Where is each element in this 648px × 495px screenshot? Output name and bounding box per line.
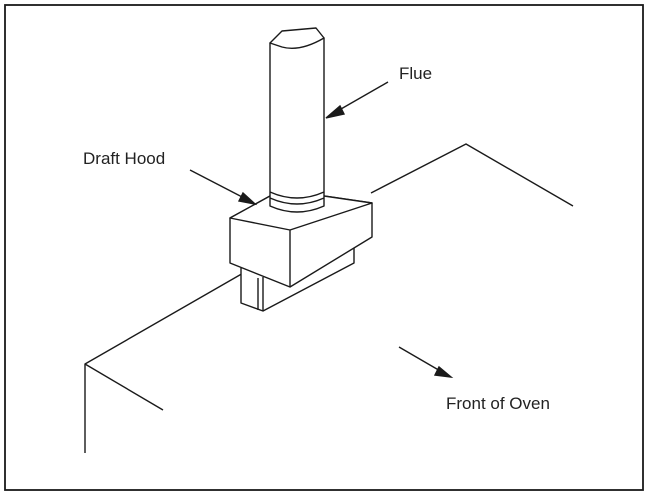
flue-body <box>269 37 325 213</box>
front-arrow-line <box>398 346 443 373</box>
flue-top <box>269 27 325 50</box>
oven-outline <box>84 143 574 453</box>
flue-arrow-line <box>333 81 389 114</box>
flue-arrow-head <box>325 104 346 119</box>
flue-collar-line-1 <box>269 191 325 199</box>
oven-back-edge <box>370 143 574 207</box>
draft-hood-top <box>229 195 373 231</box>
oven-front-edge <box>84 363 164 411</box>
draft-hood-arrow-head <box>237 191 258 206</box>
front-arrow-head <box>433 365 454 378</box>
draft-hood-label: Draft Hood <box>83 149 165 168</box>
draft-hood-arrow-line <box>189 169 247 200</box>
front-of-oven-label: Front of Oven <box>446 394 550 413</box>
leader-arrows <box>189 81 454 378</box>
draft-hood-body <box>229 195 373 288</box>
flue-pipe <box>269 27 325 213</box>
flue-collar-line-2 <box>269 197 325 205</box>
flue-label: Flue <box>399 64 432 83</box>
oven-front-left-edge <box>84 271 246 453</box>
diagram-border <box>4 4 644 491</box>
